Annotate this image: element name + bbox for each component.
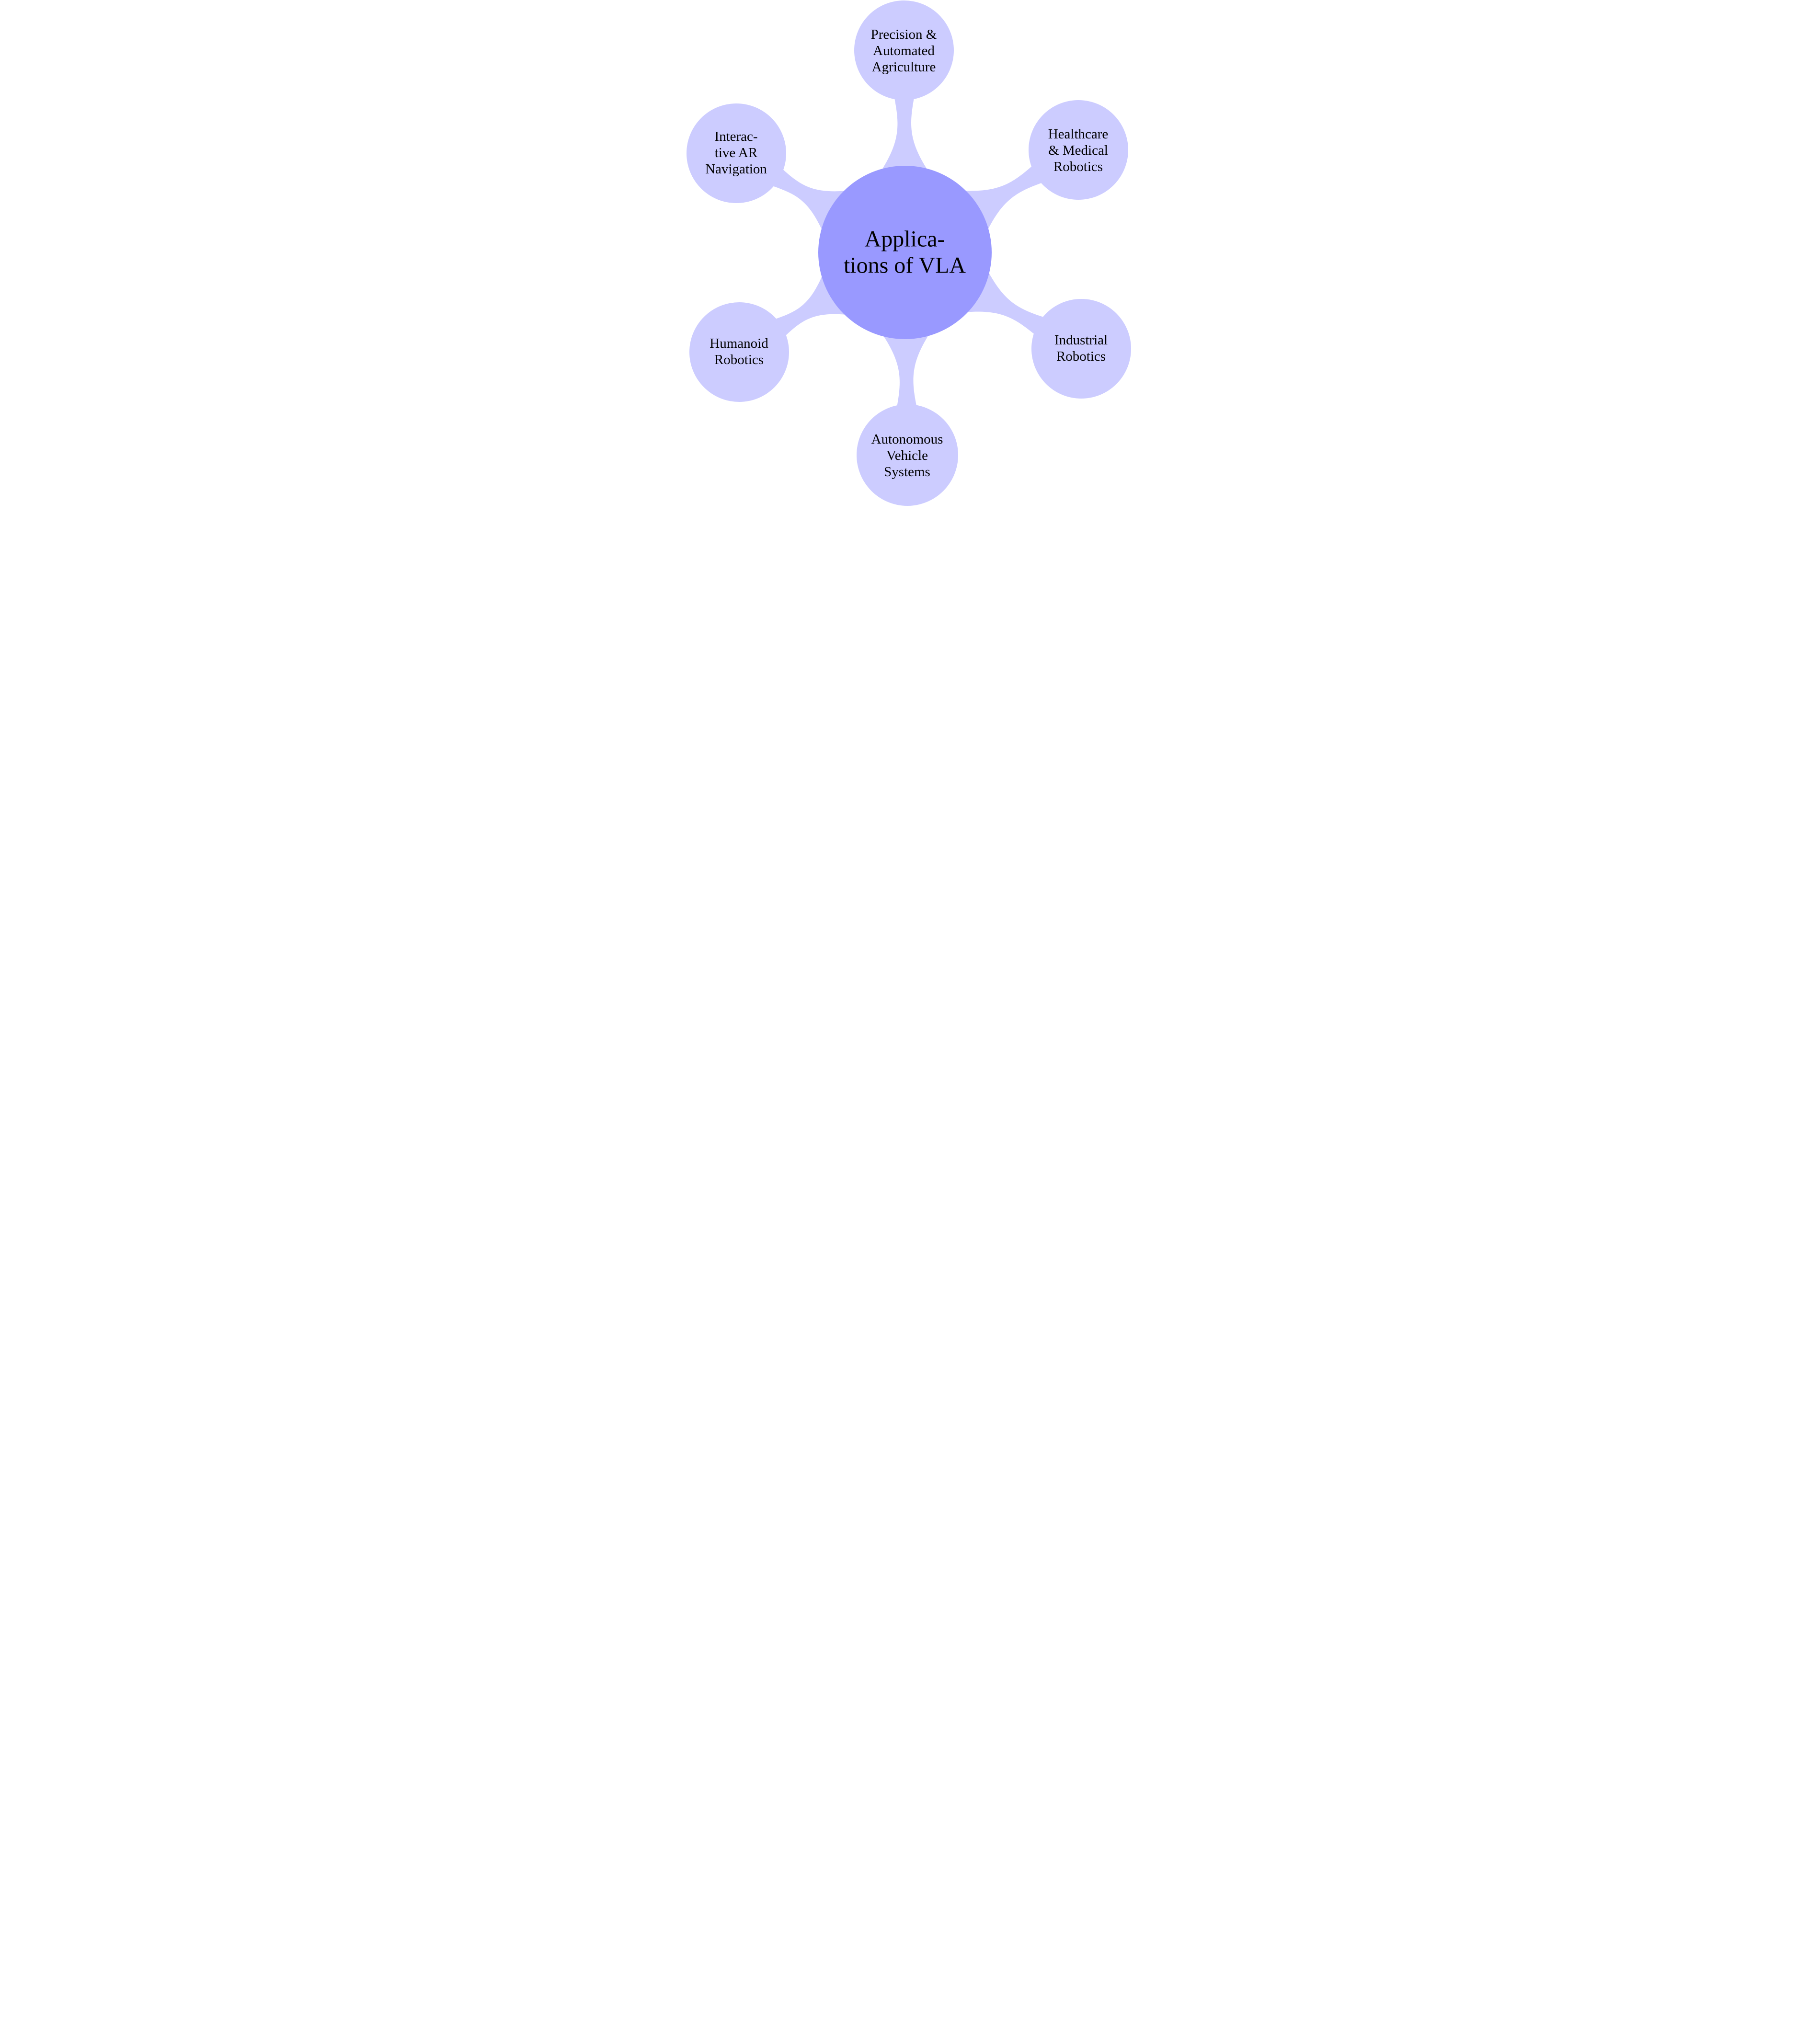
connector-center-to-healthcare-medical-robotics (965, 166, 1041, 229)
concept-circle-healthcare-medical-robotics (1028, 100, 1128, 200)
connector-group (773, 99, 1043, 406)
connector-center-to-precision-automated-agriculture (882, 99, 927, 169)
vla-applications-mindmap: Applica- tions of VLA Precision & Automa… (682, 0, 1138, 508)
concept-circle-humanoid-robotics (689, 302, 789, 402)
connector-center-to-humanoid-robotics (776, 276, 845, 335)
connector-center-to-autonomous-vehicle-systems (883, 336, 928, 406)
concept-circle-precision-automated-agriculture (854, 0, 954, 100)
concept-circle-autonomous-vehicle-systems (856, 404, 958, 506)
central-concept-circle (818, 166, 992, 339)
connector-center-to-interactive-ar-navigation (773, 170, 844, 229)
mindmap-graphic (686, 0, 1131, 506)
concept-circle-industrial-robotics (1031, 299, 1131, 399)
satellite-circle-group (686, 0, 1131, 506)
connector-center-to-industrial-robotics (968, 273, 1043, 334)
concept-circle-interactive-ar-navigation (686, 103, 786, 203)
